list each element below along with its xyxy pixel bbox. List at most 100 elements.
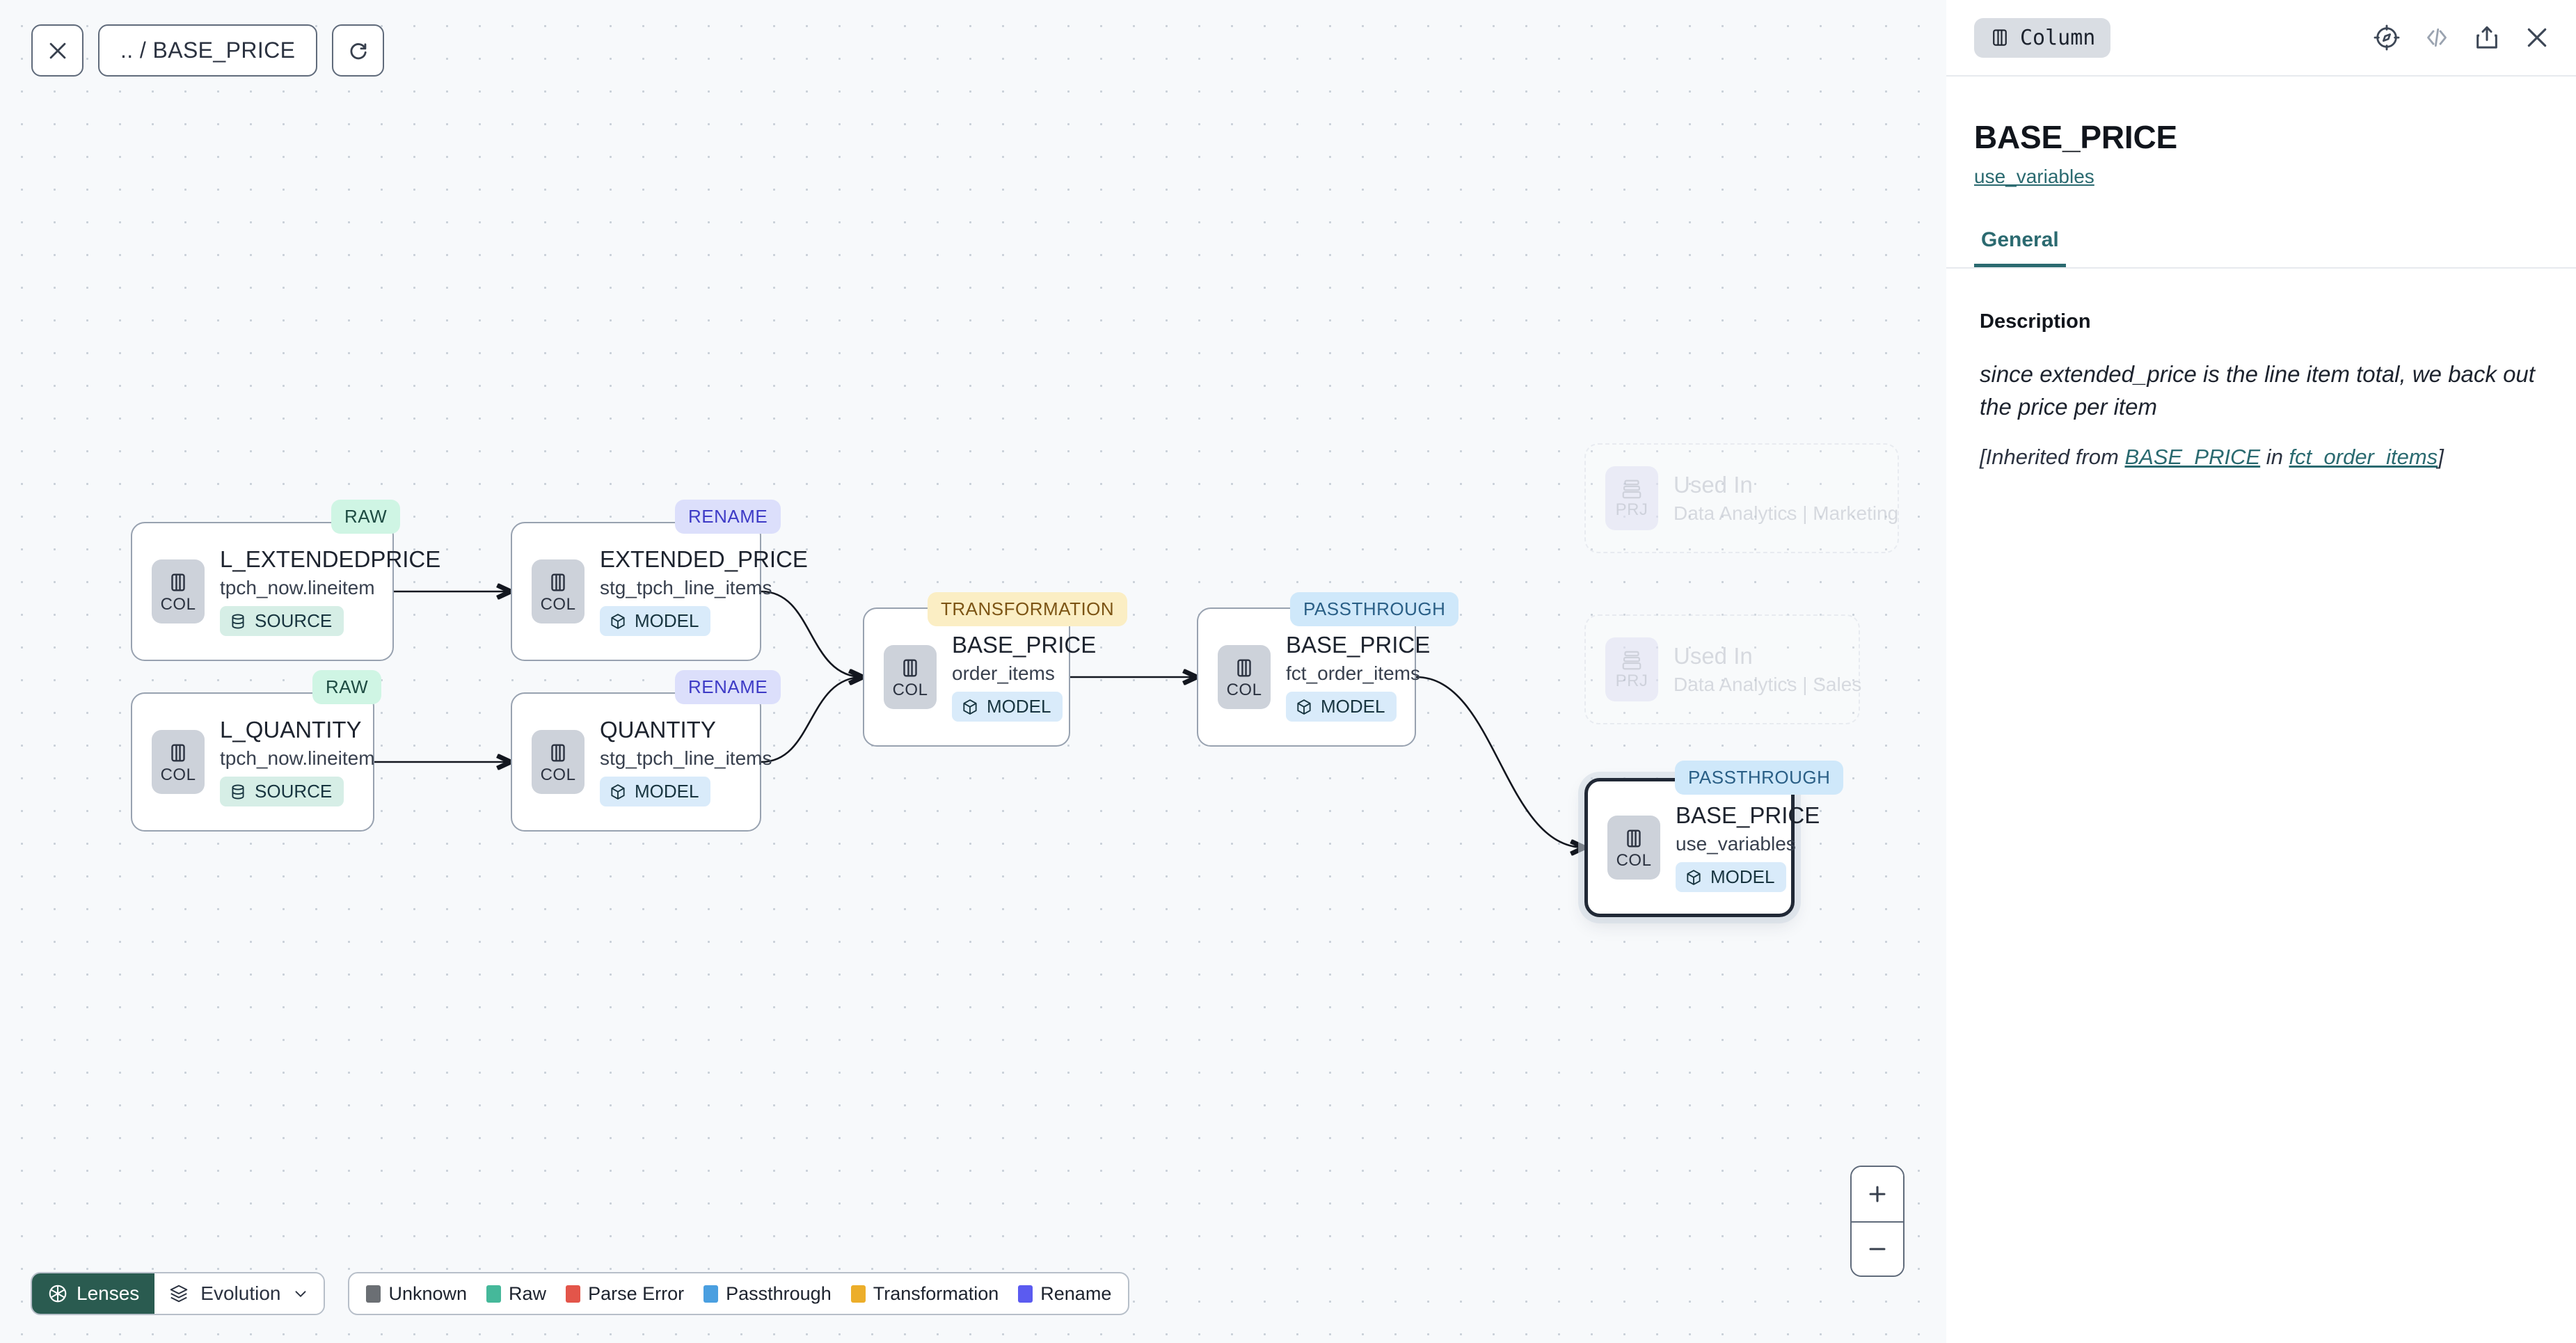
page-title: BASE_PRICE bbox=[1974, 119, 2177, 155]
node-materialization-label: MODEL bbox=[987, 696, 1051, 717]
node-kind-badge: PRJ bbox=[1605, 466, 1658, 530]
node-kind-label: COL bbox=[892, 680, 928, 699]
legend-item-raw[interactable]: Raw bbox=[486, 1283, 546, 1305]
node-kind-badge: COL bbox=[1218, 645, 1271, 709]
node-body: Used In Data Analytics | Marketing bbox=[1673, 472, 1898, 524]
node-kind-label: COL bbox=[160, 594, 196, 614]
legend-item-rename[interactable]: Rename bbox=[1018, 1283, 1111, 1305]
legend-item-transformation[interactable]: Transformation bbox=[850, 1282, 999, 1305]
refresh-button[interactable] bbox=[332, 24, 385, 77]
node-materialization-label: MODEL bbox=[635, 610, 699, 632]
explore-button[interactable] bbox=[2373, 24, 2401, 51]
node-title: BASE_PRICE bbox=[1286, 631, 1431, 658]
breadcrumb-button[interactable]: .. / BASE_PRICE bbox=[98, 24, 318, 77]
lineage-canvas[interactable]: .. / BASE_PRICE PRJ Used In bbox=[0, 0, 1946, 1343]
node-materialization-tag: SOURCE bbox=[220, 606, 344, 637]
node-type-badge-l_quantity: RAW bbox=[312, 670, 382, 704]
legend-swatch bbox=[486, 1285, 502, 1303]
legend-item-passthrough[interactable]: Passthrough bbox=[703, 1283, 832, 1305]
lenses-label: Lenses bbox=[77, 1282, 140, 1304]
view-code-button[interactable] bbox=[2423, 24, 2451, 51]
close-icon bbox=[2527, 28, 2547, 47]
node-title: BASE_PRICE bbox=[1676, 802, 1820, 828]
node-materialization-label: SOURCE bbox=[255, 781, 333, 802]
node-materialization-label: MODEL bbox=[1710, 866, 1775, 888]
details-panel: Column bbox=[1946, 0, 2576, 1343]
node-type-badge-quantity: RENAME bbox=[675, 670, 781, 704]
node-kind-label: COL bbox=[160, 765, 196, 784]
node-materialization-tag: MODEL bbox=[952, 692, 1063, 722]
inherited-column-link[interactable]: BASE_PRICE bbox=[2124, 444, 2261, 469]
aperture-icon bbox=[49, 1285, 67, 1303]
parent-model-link[interactable]: use_variables bbox=[1974, 166, 2094, 187]
canvas-bottom-bar: Lenses Evolution Unknown Raw Parse Error Pa… bbox=[31, 1272, 1130, 1315]
node-subtitle: tpch_now.lineitem bbox=[220, 576, 375, 598]
entity-type-label: Column bbox=[2020, 25, 2096, 50]
graph-node-used-in-sales[interactable]: PRJ Used In Data Analytics | Sales bbox=[1584, 614, 1862, 724]
tab-general[interactable]: General bbox=[1974, 228, 2066, 267]
inherited-model-link[interactable]: fct_order_items bbox=[2289, 444, 2438, 469]
legend-label: Rename bbox=[1040, 1282, 1112, 1304]
legend-label: Transformation bbox=[873, 1282, 999, 1304]
node-kind-badge: PRJ bbox=[1605, 637, 1658, 701]
legend-item-unknown[interactable]: Unknown bbox=[366, 1283, 467, 1305]
node-materialization-tag: SOURCE bbox=[220, 777, 344, 807]
node-kind-label: COL bbox=[1226, 680, 1262, 699]
close-lineage-button[interactable] bbox=[31, 24, 84, 77]
share-button[interactable] bbox=[2473, 24, 2501, 51]
entity-type-chip[interactable]: Column bbox=[1974, 17, 2111, 58]
refresh-icon bbox=[350, 42, 367, 59]
node-title: EXTENDED_PRICE bbox=[600, 546, 808, 572]
graph-node-used-in-marketing[interactable]: PRJ Used In Data Analytics | Marketing bbox=[1584, 443, 1899, 553]
inherited-note: [Inherited from BASE_PRICE in fct_order_… bbox=[1980, 445, 2548, 470]
code-icon bbox=[2427, 28, 2447, 47]
share-icon bbox=[2476, 26, 2497, 49]
model-cube-icon bbox=[963, 699, 977, 715]
legend-label: Raw bbox=[509, 1282, 547, 1304]
node-title: QUANTITY bbox=[600, 716, 716, 742]
node-subtitle: stg_tpch_line_items bbox=[600, 576, 772, 598]
node-kind-badge: COL bbox=[1607, 816, 1660, 880]
node-type-badge-order_items: TRANSFORMATION bbox=[928, 592, 1128, 626]
node-kind-badge: COL bbox=[884, 645, 937, 709]
legend-item-parse-error[interactable]: Parse Error bbox=[566, 1283, 684, 1305]
zoom-out-button[interactable] bbox=[1852, 1221, 1903, 1276]
project-icon bbox=[1622, 651, 1641, 669]
evolution-dropdown[interactable]: Evolution bbox=[154, 1273, 324, 1314]
node-subtitle: fct_order_items bbox=[1286, 662, 1420, 684]
legend-swatch bbox=[366, 1285, 381, 1303]
close-panel-button[interactable] bbox=[2523, 24, 2551, 51]
database-icon bbox=[232, 614, 244, 629]
column-icon bbox=[1627, 829, 1641, 848]
node-subtitle: Data Analytics | Sales bbox=[1673, 673, 1862, 695]
description-heading: Description bbox=[1980, 310, 2091, 333]
node-materialization-tag: MODEL bbox=[600, 777, 711, 807]
column-icon bbox=[171, 743, 185, 762]
lineage-legend: Unknown Raw Parse Error Passthrough Transfor… bbox=[348, 1272, 1130, 1315]
legend-swatch bbox=[566, 1285, 581, 1303]
node-subtitle: use_variables bbox=[1676, 832, 1796, 855]
zoom-controls bbox=[1850, 1166, 1905, 1277]
model-cube-icon bbox=[611, 784, 625, 800]
legend-label: Parse Error bbox=[588, 1282, 685, 1304]
description-section: Description since extended_price is the … bbox=[1946, 269, 2576, 470]
lenses-button[interactable]: Lenses bbox=[32, 1273, 155, 1314]
project-icon bbox=[1622, 479, 1641, 498]
node-kind-badge: COL bbox=[152, 730, 205, 794]
zoom-in-button[interactable] bbox=[1852, 1167, 1903, 1221]
description-text: since extended_price is the line item to… bbox=[1980, 361, 2535, 420]
chevron-down-icon bbox=[296, 1291, 306, 1298]
close-icon bbox=[49, 42, 65, 58]
column-icon bbox=[903, 658, 917, 677]
node-type-badge-l_extendedprice: RAW bbox=[331, 500, 401, 534]
evolution-label: Evolution bbox=[200, 1282, 281, 1304]
